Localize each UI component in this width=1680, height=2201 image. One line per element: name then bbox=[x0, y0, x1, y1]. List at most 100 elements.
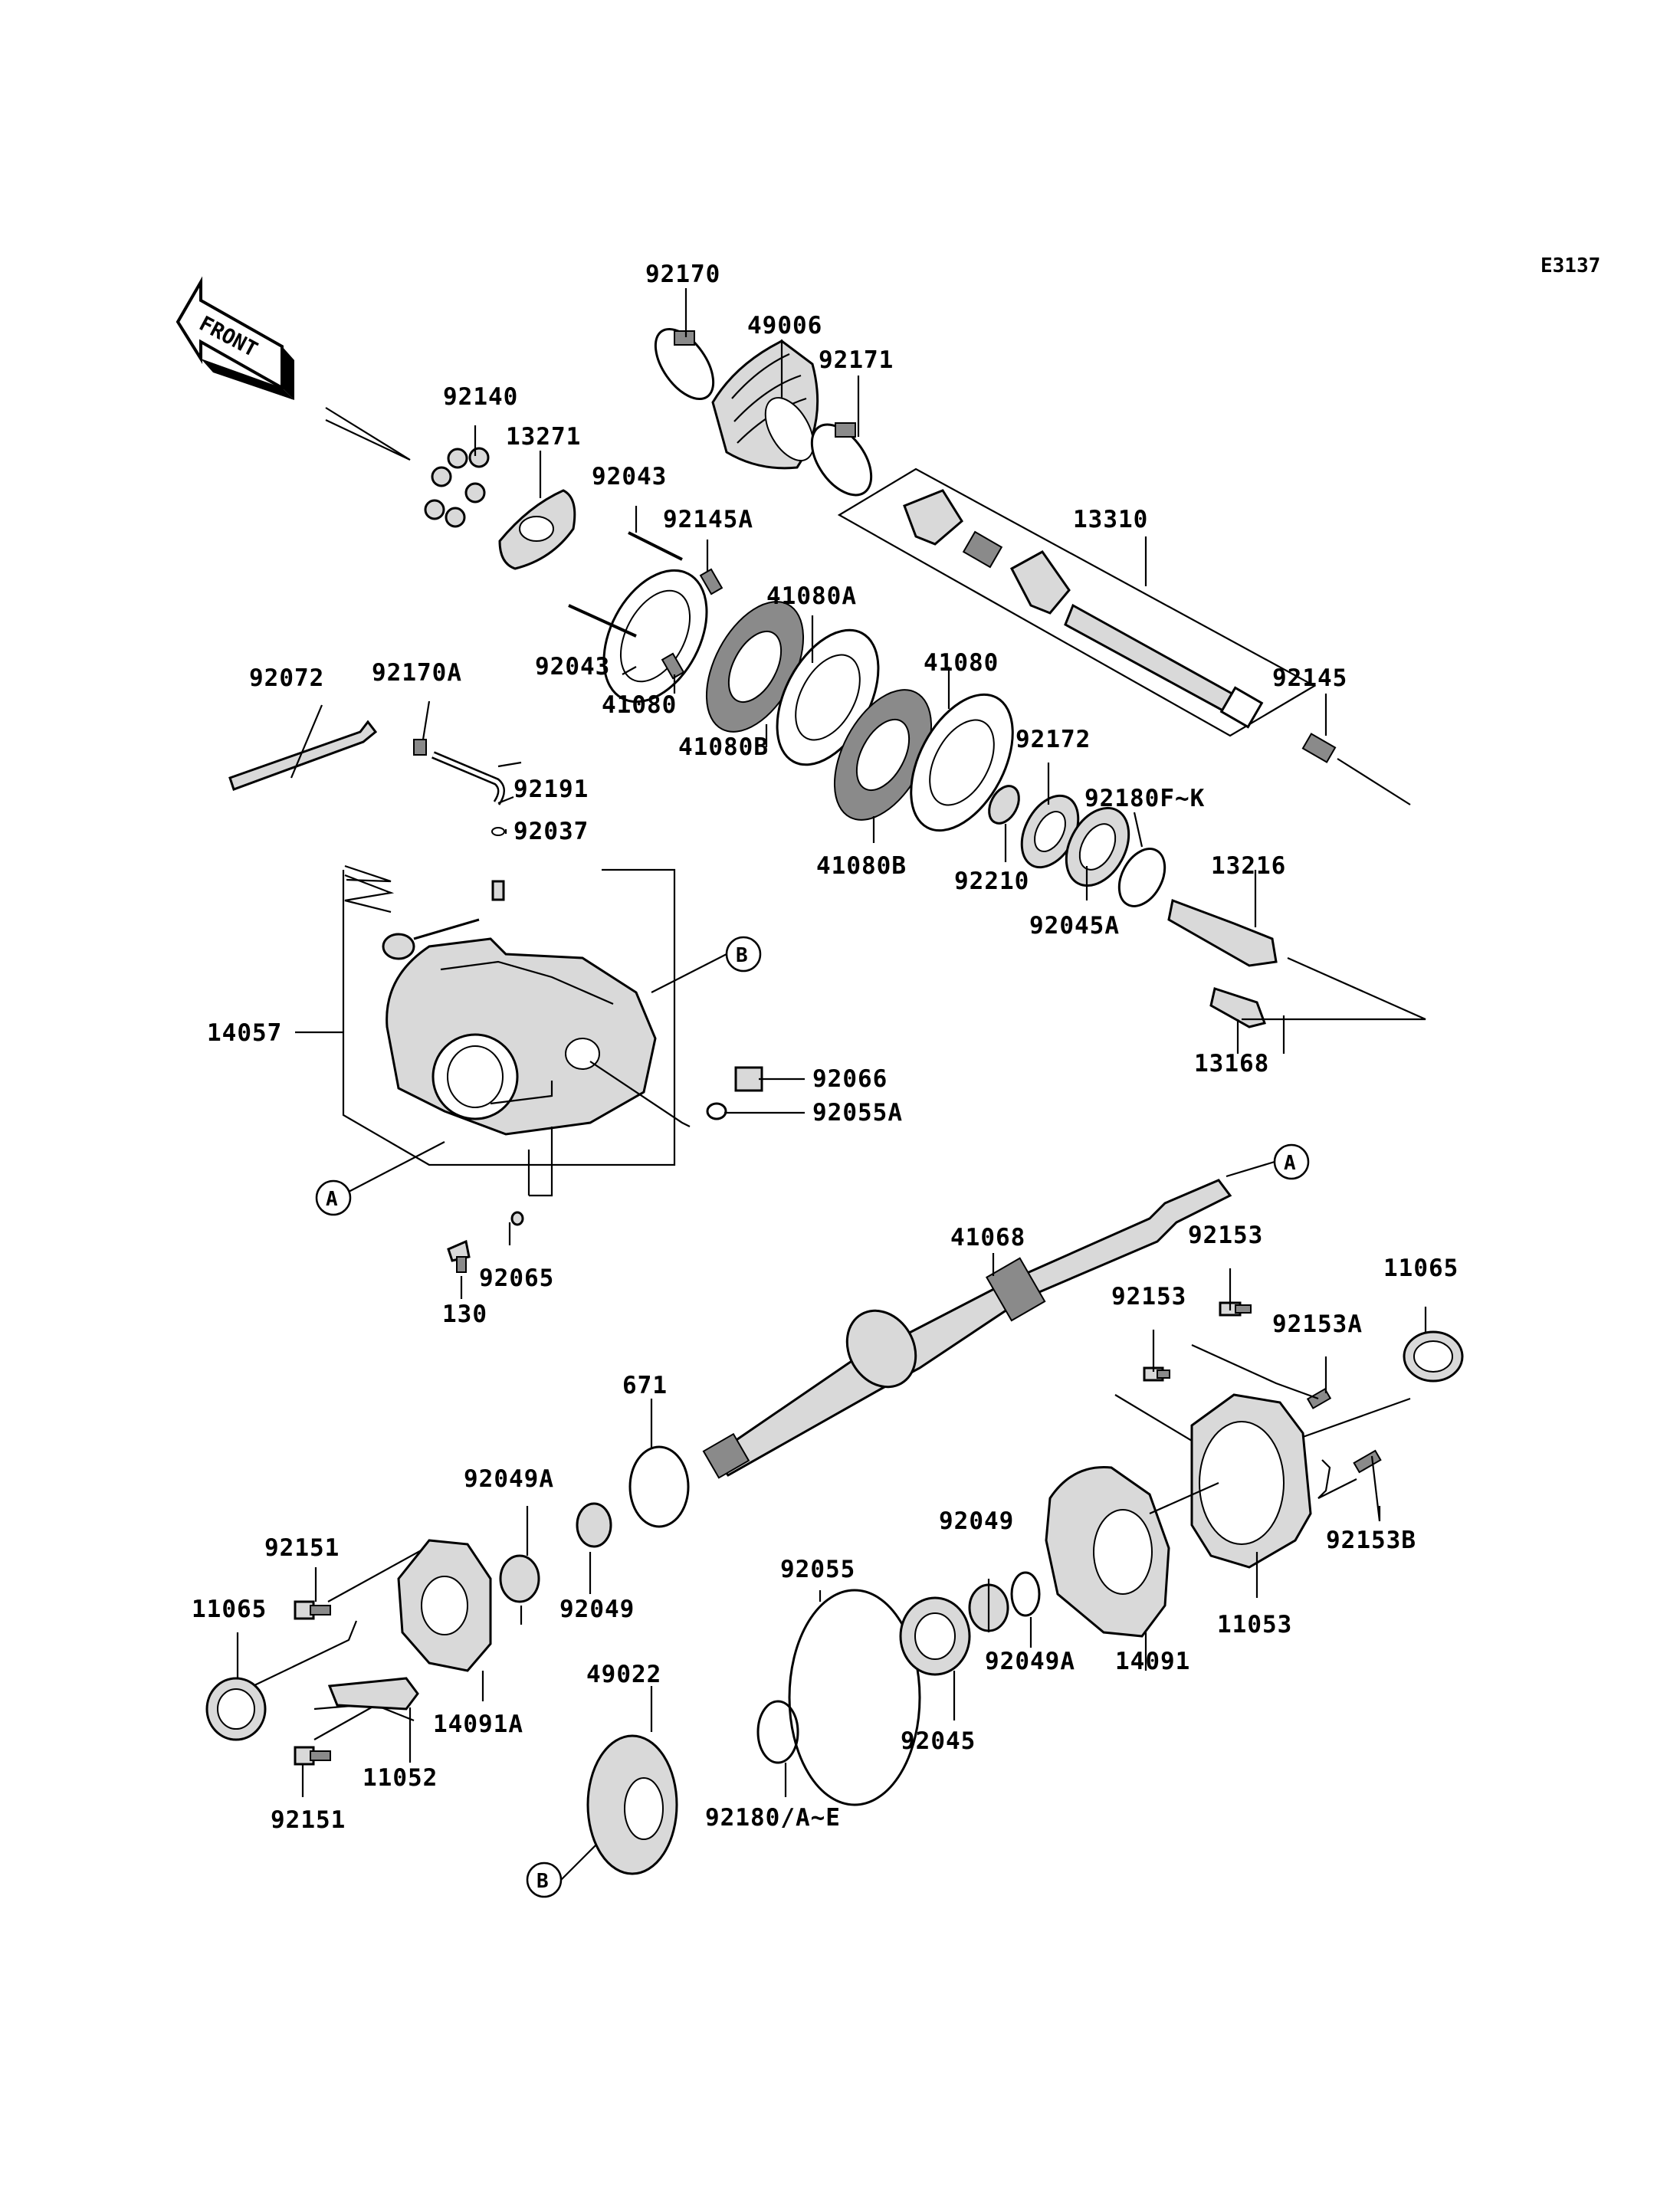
ref-marker-b-top: B bbox=[725, 936, 762, 973]
cable-tie-92072 bbox=[228, 720, 378, 791]
label-13216: 13216 bbox=[1211, 852, 1286, 880]
label-92049-left: 92049 bbox=[559, 1596, 635, 1623]
label-92072: 92072 bbox=[249, 664, 324, 692]
seal-92049A-left bbox=[499, 1554, 540, 1603]
bolt-92151-a bbox=[294, 1600, 331, 1620]
drive-shaft-13310 bbox=[903, 489, 1264, 729]
pin-92043-lower bbox=[568, 604, 637, 638]
label-41080-lower: 41080 bbox=[602, 691, 677, 719]
svg-text:A: A bbox=[1284, 1152, 1296, 1175]
label-92210: 92210 bbox=[954, 868, 1029, 895]
o-ring-92055A bbox=[706, 1102, 727, 1120]
label-49006: 49006 bbox=[747, 312, 822, 339]
svg-text:A: A bbox=[326, 1188, 338, 1211]
seal-92210 bbox=[988, 785, 1020, 825]
label-14091: 14091 bbox=[1115, 1648, 1190, 1675]
label-92151-bottom: 92151 bbox=[271, 1806, 346, 1834]
label-92171: 92171 bbox=[819, 346, 894, 374]
label-130: 130 bbox=[442, 1301, 487, 1328]
label-671: 671 bbox=[622, 1372, 668, 1399]
label-92145A: 92145A bbox=[663, 506, 753, 533]
clamp-92170 bbox=[654, 327, 715, 401]
boot-49006 bbox=[711, 339, 819, 470]
tube-92191 bbox=[431, 751, 505, 805]
housing-14091 bbox=[1045, 1466, 1170, 1638]
clamp-92171 bbox=[810, 422, 873, 497]
label-92180FK: 92180F~K bbox=[1084, 785, 1205, 812]
differential-case-14057 bbox=[386, 937, 657, 1136]
clip-92170A bbox=[413, 739, 427, 756]
label-92153B: 92153B bbox=[1326, 1527, 1416, 1554]
label-41080A: 41080A bbox=[766, 582, 857, 610]
label-92043-top: 92043 bbox=[592, 463, 667, 490]
label-13271: 13271 bbox=[506, 423, 581, 451]
label-92170A: 92170A bbox=[372, 659, 462, 687]
label-92043-lower: 92043 bbox=[535, 653, 610, 681]
label-11052: 11052 bbox=[363, 1764, 438, 1792]
washer-92065 bbox=[510, 1211, 524, 1226]
label-13168: 13168 bbox=[1194, 1050, 1269, 1078]
label-92191: 92191 bbox=[514, 776, 589, 803]
label-92045: 92045 bbox=[901, 1727, 976, 1755]
label-41080B-top: 41080B bbox=[678, 733, 769, 761]
pin-92043-upper bbox=[628, 531, 683, 561]
axle-shaft-41068 bbox=[702, 1179, 1232, 1479]
breather-14057-top bbox=[491, 880, 505, 901]
label-92151-top: 92151 bbox=[264, 1534, 340, 1562]
label-92170: 92170 bbox=[645, 261, 720, 288]
label-41068: 41068 bbox=[950, 1224, 1025, 1251]
bearing-case-11065-left bbox=[205, 1677, 267, 1741]
label-92066: 92066 bbox=[812, 1065, 888, 1093]
label-92140: 92140 bbox=[443, 383, 518, 411]
bearing-case-11065-right bbox=[1403, 1330, 1464, 1383]
bolt-92153-b bbox=[1143, 1366, 1170, 1382]
ring-gear-49022 bbox=[586, 1734, 678, 1875]
label-92065: 92065 bbox=[479, 1265, 554, 1292]
label-92145: 92145 bbox=[1272, 664, 1347, 692]
o-ring-671 bbox=[628, 1445, 690, 1528]
spring-92145A bbox=[699, 568, 724, 595]
label-92045A: 92045A bbox=[1029, 912, 1120, 940]
bolt-92153A bbox=[1306, 1388, 1332, 1409]
label-92153-mid: 92153 bbox=[1111, 1283, 1186, 1310]
label-92049A-right: 92049A bbox=[985, 1648, 1075, 1675]
shim-92180AE bbox=[756, 1700, 799, 1764]
plate-11052 bbox=[327, 1677, 419, 1711]
plate-41080-b bbox=[910, 693, 1014, 832]
svg-text:B: B bbox=[736, 944, 748, 967]
label-49022: 49022 bbox=[586, 1661, 661, 1688]
cover-11053 bbox=[1190, 1393, 1312, 1569]
label-14091A: 14091A bbox=[433, 1711, 523, 1738]
bolt-130 bbox=[447, 1239, 471, 1273]
bearing-92045A bbox=[1065, 806, 1130, 887]
label-92153A: 92153A bbox=[1272, 1310, 1363, 1338]
svg-text:B: B bbox=[536, 1870, 549, 1893]
oil-seal-92172 bbox=[1020, 794, 1080, 869]
seal-92049A-right bbox=[1010, 1571, 1041, 1617]
label-11053: 11053 bbox=[1217, 1611, 1292, 1638]
label-41080B-bottom: 41080B bbox=[816, 852, 907, 880]
label-11065-left: 11065 bbox=[192, 1596, 267, 1623]
spring-92145 bbox=[1301, 733, 1337, 763]
label-13310: 13310 bbox=[1073, 506, 1148, 533]
bolt-92153B bbox=[1353, 1449, 1382, 1474]
label-92037: 92037 bbox=[514, 818, 589, 845]
seal-92049-left bbox=[576, 1502, 612, 1548]
ball-set-92140 bbox=[424, 447, 490, 528]
label-92180AE: 92180/A~E bbox=[705, 1804, 841, 1832]
o-ring-92055 bbox=[788, 1589, 921, 1806]
label-92049A-left: 92049A bbox=[464, 1465, 554, 1493]
spring-92145A-lower bbox=[661, 652, 685, 680]
label-11065-right: 11065 bbox=[1383, 1255, 1459, 1282]
ref-marker-a-left: A bbox=[315, 1179, 352, 1216]
pinion-13168 bbox=[1209, 987, 1266, 1028]
diagram-code: E3137 bbox=[1541, 254, 1600, 277]
cap-92066 bbox=[734, 1066, 763, 1092]
bolt-92153-a bbox=[1219, 1301, 1252, 1317]
label-92049-right: 92049 bbox=[939, 1507, 1014, 1535]
label-92172: 92172 bbox=[1016, 726, 1091, 753]
label-92153-top: 92153 bbox=[1188, 1222, 1263, 1249]
cam-plate-13271 bbox=[498, 489, 576, 570]
